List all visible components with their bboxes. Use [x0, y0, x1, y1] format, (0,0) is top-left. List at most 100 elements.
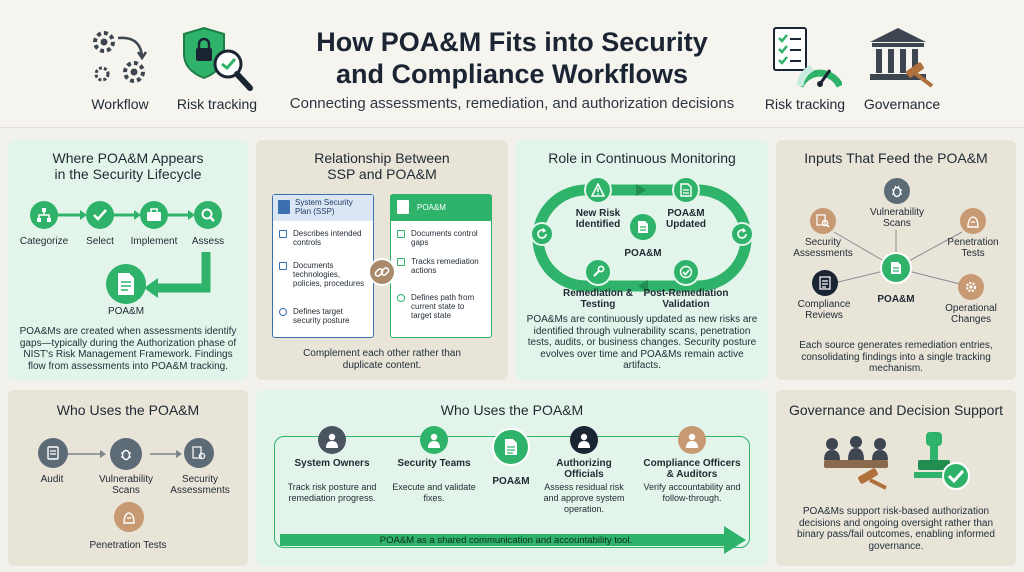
pentester-icon	[114, 502, 144, 532]
poam-item-3-text: Defines path from current state to targe…	[411, 293, 475, 320]
relationship-panel: Relationship Between SSP and POA&M Syste…	[256, 140, 508, 380]
poam-card-header: POA&M	[391, 195, 491, 221]
page-title: How POA&M Fits into Security and Complia…	[270, 26, 754, 90]
role-authorizing-officials-desc: Assess residual risk and approve system …	[543, 482, 625, 514]
wrench-icon	[584, 258, 612, 286]
inputs-panel: Inputs That Feed the POA&M Vulnerability…	[776, 140, 1016, 380]
poam-item-2-text: Tracks remediation actions	[411, 257, 479, 275]
assessment-doc-icon	[184, 438, 214, 468]
monitoring-panel: Role in Continuous Monitoring New Risk I…	[516, 140, 768, 380]
input-compliance-reviews: Compliance Reviews	[797, 299, 851, 321]
page-subtitle: Connecting assessments, remediation, and…	[289, 95, 735, 112]
step-implement: Implement	[130, 236, 178, 247]
poam-item-1-text: Documents control gaps	[411, 229, 478, 247]
lifecycle-poam-label: POA&M	[107, 306, 145, 317]
who-large-banner-arrow	[280, 526, 746, 554]
governance-title: Governance and Decision Support	[788, 402, 1004, 418]
role-system-owners: System Owners	[294, 458, 370, 469]
select-check-icon	[86, 201, 114, 229]
who-small-panel: Who Uses the POA&M Audit Vulnerability S…	[8, 390, 248, 566]
operations-gear-icon	[958, 274, 984, 300]
monitoring-center-label: POA&M	[624, 248, 662, 259]
poam-item-3: Defines path from current state to targe…	[397, 293, 487, 320]
gears-cycle-icon	[88, 28, 152, 88]
lifecycle-flow-arrows	[58, 210, 211, 298]
input-vulnerability-scans: Vulnerability Scans	[869, 207, 925, 229]
step-assess: Assess	[191, 236, 225, 247]
courthouse-gavel-icon	[866, 26, 938, 90]
security-team-avatar	[420, 426, 448, 454]
header-label-workflow: Workflow	[91, 96, 149, 112]
input-operational-changes: Operational Changes	[945, 303, 997, 325]
ssp-item-2: Documents technologies, policies, proced…	[279, 261, 369, 288]
poam-doc-icon	[397, 200, 409, 214]
validation-check-icon	[672, 258, 700, 286]
inputs-title: Inputs That Feed the POA&M	[804, 150, 988, 166]
ssp-card-header: System Security Plan (SSP)	[273, 195, 373, 221]
poam-item-2: Tracks remediation actions	[397, 257, 487, 275]
governance-description: POA&Ms support risk-based authorization …	[797, 506, 995, 552]
ssp-item-3-text: Defines target security posture	[293, 307, 350, 325]
who-large-panel: Who Uses the POA&M POA&M as a shared com…	[256, 390, 768, 566]
link-chain-icon	[368, 258, 396, 286]
poam-item-2-icon	[397, 258, 405, 266]
ssp-item-1-icon	[279, 230, 287, 238]
relationship-caption: Complement each other rather than duplic…	[303, 348, 461, 371]
poam-item-1: Documents control gaps	[397, 229, 487, 247]
who-large-banner: POA&M as a shared communication and acco…	[379, 535, 633, 546]
who-small-vulnerability-scans: Vulnerability Scans	[98, 474, 154, 496]
authorizing-official-avatar	[570, 426, 598, 454]
who-small-penetration-tests: Penetration Tests	[89, 540, 167, 551]
lifecycle-title: Where POA&M Appears in the Security Life…	[8, 150, 248, 182]
header-band: Workflow Risk tracking How POA&M Fits in…	[0, 0, 1024, 128]
ssp-item-3-icon	[279, 308, 287, 316]
lifecycle-title-line-1: Where POA&M Appears	[52, 150, 204, 166]
refresh-left-icon	[530, 222, 554, 246]
compliance-officer-avatar	[678, 426, 706, 454]
role-authorizing-officials: Authorizing Officials	[556, 458, 612, 480]
header-label-governance: Governance	[863, 96, 941, 112]
inputs-poam-icon	[880, 252, 912, 284]
implement-briefcase-icon	[140, 201, 168, 229]
step-select: Select	[86, 236, 114, 247]
poam-document-icon	[106, 264, 146, 304]
poam-header-text: POA&M	[417, 203, 446, 212]
who-small-title: Who Uses the POA&M	[56, 402, 200, 418]
ssp-doc-icon	[278, 200, 290, 214]
assessment-magnifier-icon	[810, 208, 836, 234]
relationship-title-line-2: SSP and POA&M	[327, 166, 437, 182]
refresh-right-icon	[730, 222, 754, 246]
monitoring-new-risk: New Risk Identified	[575, 208, 621, 230]
poam-item-3-icon	[397, 294, 405, 302]
meeting-gavel-icon	[816, 430, 900, 490]
hacker-icon	[960, 208, 986, 234]
role-security-teams-desc: Execute and validate fixes.	[392, 482, 476, 503]
who-small-audit: Audit	[40, 474, 64, 485]
ssp-item-3: Defines target security posture	[279, 307, 369, 325]
approval-stamp-icon	[912, 430, 974, 494]
who-small-security-assessments: Security Assessments	[170, 474, 230, 496]
ssp-item-1: Describes intended controls	[279, 229, 369, 247]
inputs-center-label: POA&M	[877, 294, 915, 305]
governance-panel: Governance and Decision Support POA&Ms s…	[776, 390, 1016, 566]
ssp-header-text: System Security Plan (SSP)	[295, 198, 353, 216]
inputs-description: Each source generates remediation entrie…	[799, 340, 993, 374]
page-title-line-2: and Compliance Workflows	[335, 59, 689, 89]
audit-icon	[38, 438, 68, 468]
categorize-icon	[30, 201, 58, 229]
role-security-teams: Security Teams	[397, 458, 471, 469]
role-compliance-officers: Compliance Officers & Auditors	[643, 458, 741, 480]
checklist-gauge-icon	[770, 26, 842, 90]
scan-bug-icon	[110, 438, 142, 470]
monitoring-description: POA&Ms are continuously updated as new r…	[526, 314, 758, 371]
page-title-line-1: How POA&M Fits into Security	[316, 27, 708, 57]
monitoring-validation: Post-Remediation Validation	[643, 288, 729, 310]
system-owner-avatar	[318, 426, 346, 454]
assess-magnifier-icon	[194, 201, 222, 229]
role-system-owners-desc: Track risk posture and remediation progr…	[287, 482, 377, 503]
header-label-risk-tracking-1: Risk tracking	[176, 96, 258, 112]
lifecycle-description: POA&Ms are created when assessments iden…	[19, 326, 237, 372]
poam-item-1-icon	[397, 230, 405, 238]
monitoring-poam-icon	[628, 212, 658, 242]
checklist-icon	[812, 270, 838, 296]
